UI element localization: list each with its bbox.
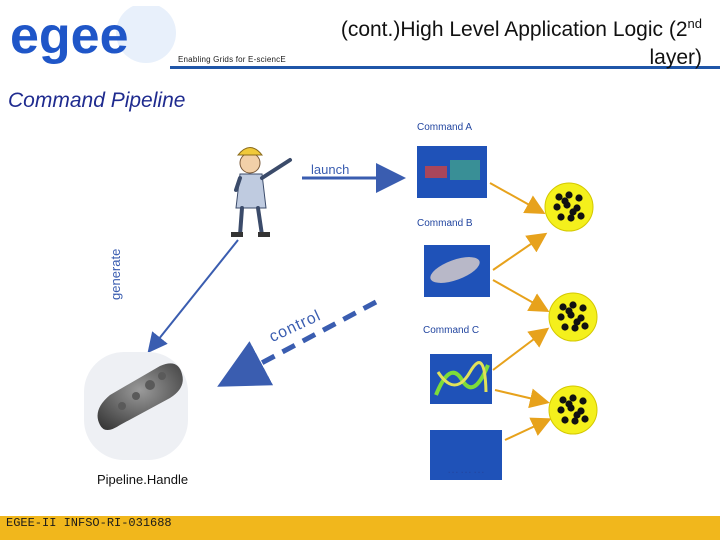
section-title: Command Pipeline: [8, 89, 186, 112]
tagline: Enabling Grids for E-sciencE: [178, 55, 286, 64]
user-figure: [231, 147, 292, 237]
footer-project-id: EGEE-II INFSO-RI-031688: [6, 516, 172, 530]
command-c-label: Command C: [423, 325, 480, 336]
command-a-label: Command A: [417, 122, 473, 133]
command-more-box: [430, 430, 502, 480]
pipeline-handle-label: Pipeline.Handle: [97, 472, 189, 487]
title-text-part1: (cont.)High Level Application Logic (2: [340, 18, 688, 41]
header-divider: [170, 66, 720, 69]
title-superscript: nd: [687, 16, 702, 31]
launch-label: launch: [311, 162, 350, 177]
slide-title: (cont.)High Level Application Logic (2nd…: [232, 10, 702, 72]
logo-text: egee: [10, 7, 129, 64]
generate-label: generate: [108, 248, 123, 300]
command-b-label: Command B: [417, 218, 473, 229]
more-commands-label: ………: [447, 462, 486, 476]
footer-bar: [0, 516, 720, 540]
control-arrow: [217, 299, 378, 387]
egee-logo: egee: [10, 6, 176, 64]
title-text-part2: layer): [649, 46, 702, 69]
generate-arrow: [147, 239, 239, 354]
